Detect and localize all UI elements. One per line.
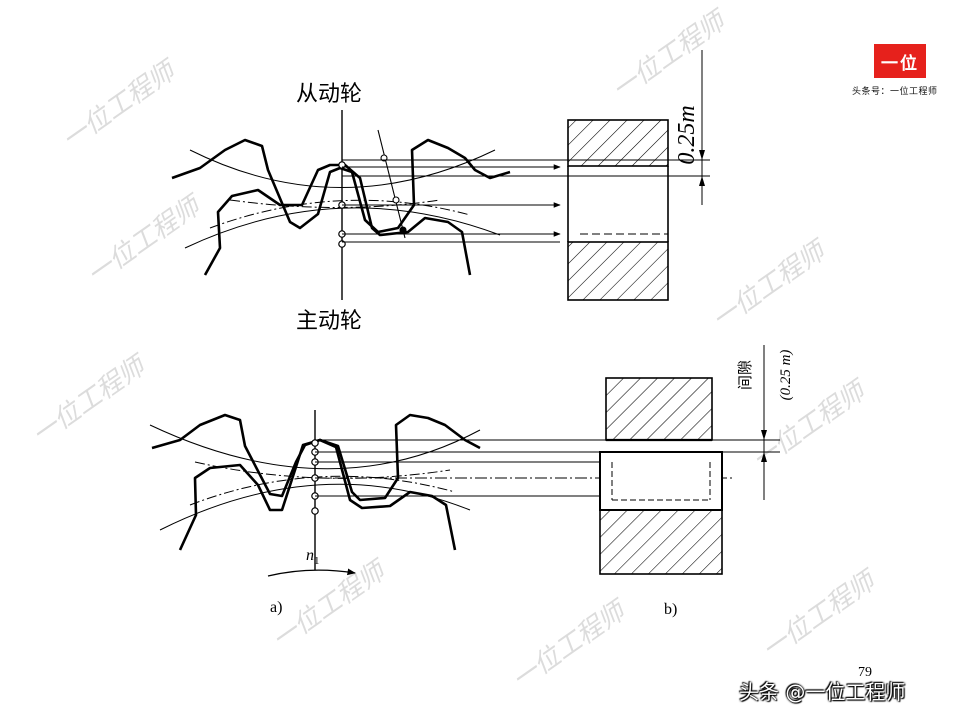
- bottom-driving-gear-profile: [178, 438, 457, 551]
- watermark-text-5: 一位工程师: [27, 349, 154, 450]
- bottom-tooth-block: [599, 345, 767, 575]
- top-dashdot-arc-2: [209, 199, 471, 229]
- watermark-text-9: 一位工程师: [757, 564, 884, 665]
- brand-logo-caption: 头条号：一位工程师: [852, 87, 938, 97]
- bottom-upper-arc: [149, 424, 481, 470]
- top-dim-arrow-down: [699, 176, 705, 186]
- top-dim-arrow-up: [699, 150, 705, 160]
- watermark-text-3: 一位工程师: [82, 189, 209, 290]
- top-block-lower: [567, 241, 669, 301]
- speed-subscript: 1: [314, 555, 320, 567]
- top-gear-pair: [171, 110, 710, 300]
- watermark-text-8: 一位工程师: [507, 594, 634, 695]
- driving-gear-label: 主动轮: [296, 309, 362, 334]
- top-action-line: [377, 129, 406, 239]
- figure-a-label: a): [270, 599, 282, 616]
- bottom-block-upper: [605, 377, 713, 441]
- bottom-dashdot-arc-2: [189, 475, 456, 506]
- driving-gear-profile: [203, 163, 472, 276]
- bottom-block-slot: [599, 451, 723, 511]
- top-action-point-2: [392, 196, 400, 204]
- watermark-layer: 一位工程师 一位工程师 一位工程师 一位工程师 一位工程师 一位工程师 一位工程…: [27, 4, 884, 695]
- top-dimension-label: 0.25m: [674, 105, 700, 164]
- watermark-text-1: 一位工程师: [57, 54, 184, 155]
- watermark-text-4: 一位工程师: [707, 234, 834, 335]
- top-block-upper: [567, 119, 669, 167]
- bottom-gear-pair: [149, 410, 780, 577]
- bottom-dimension-label: (0.25 m): [778, 350, 794, 401]
- bottom-point-1: [311, 439, 319, 447]
- brand-logo-badge: 一位: [874, 44, 926, 78]
- bottom-dim-arrow-up: [761, 430, 767, 440]
- bottom-dim-arrow-down: [761, 452, 767, 462]
- rotation-arrow: [267, 568, 356, 577]
- top-tooth-block: [567, 50, 705, 301]
- bottom-point-6: [311, 507, 319, 515]
- speed-symbol: n: [306, 547, 314, 564]
- watermark-text-7: 一位工程师: [267, 554, 394, 655]
- figure-b-label: b): [664, 601, 677, 618]
- page-number: 79: [858, 665, 872, 680]
- speed-label: n1: [306, 547, 320, 567]
- driven-gear-profile: [171, 138, 511, 234]
- top-dashdot-arc-1: [229, 199, 441, 208]
- bottom-block-lower: [599, 509, 723, 575]
- bottom-driven-gear-profile: [151, 413, 481, 502]
- driven-gear-label: 从动轮: [296, 82, 362, 107]
- clearance-label: 间隙: [736, 360, 754, 390]
- top-action-point-3: [399, 226, 407, 234]
- source-credit: 头条 @一位工程师: [739, 680, 906, 704]
- watermark-text-2: 一位工程师: [607, 4, 734, 105]
